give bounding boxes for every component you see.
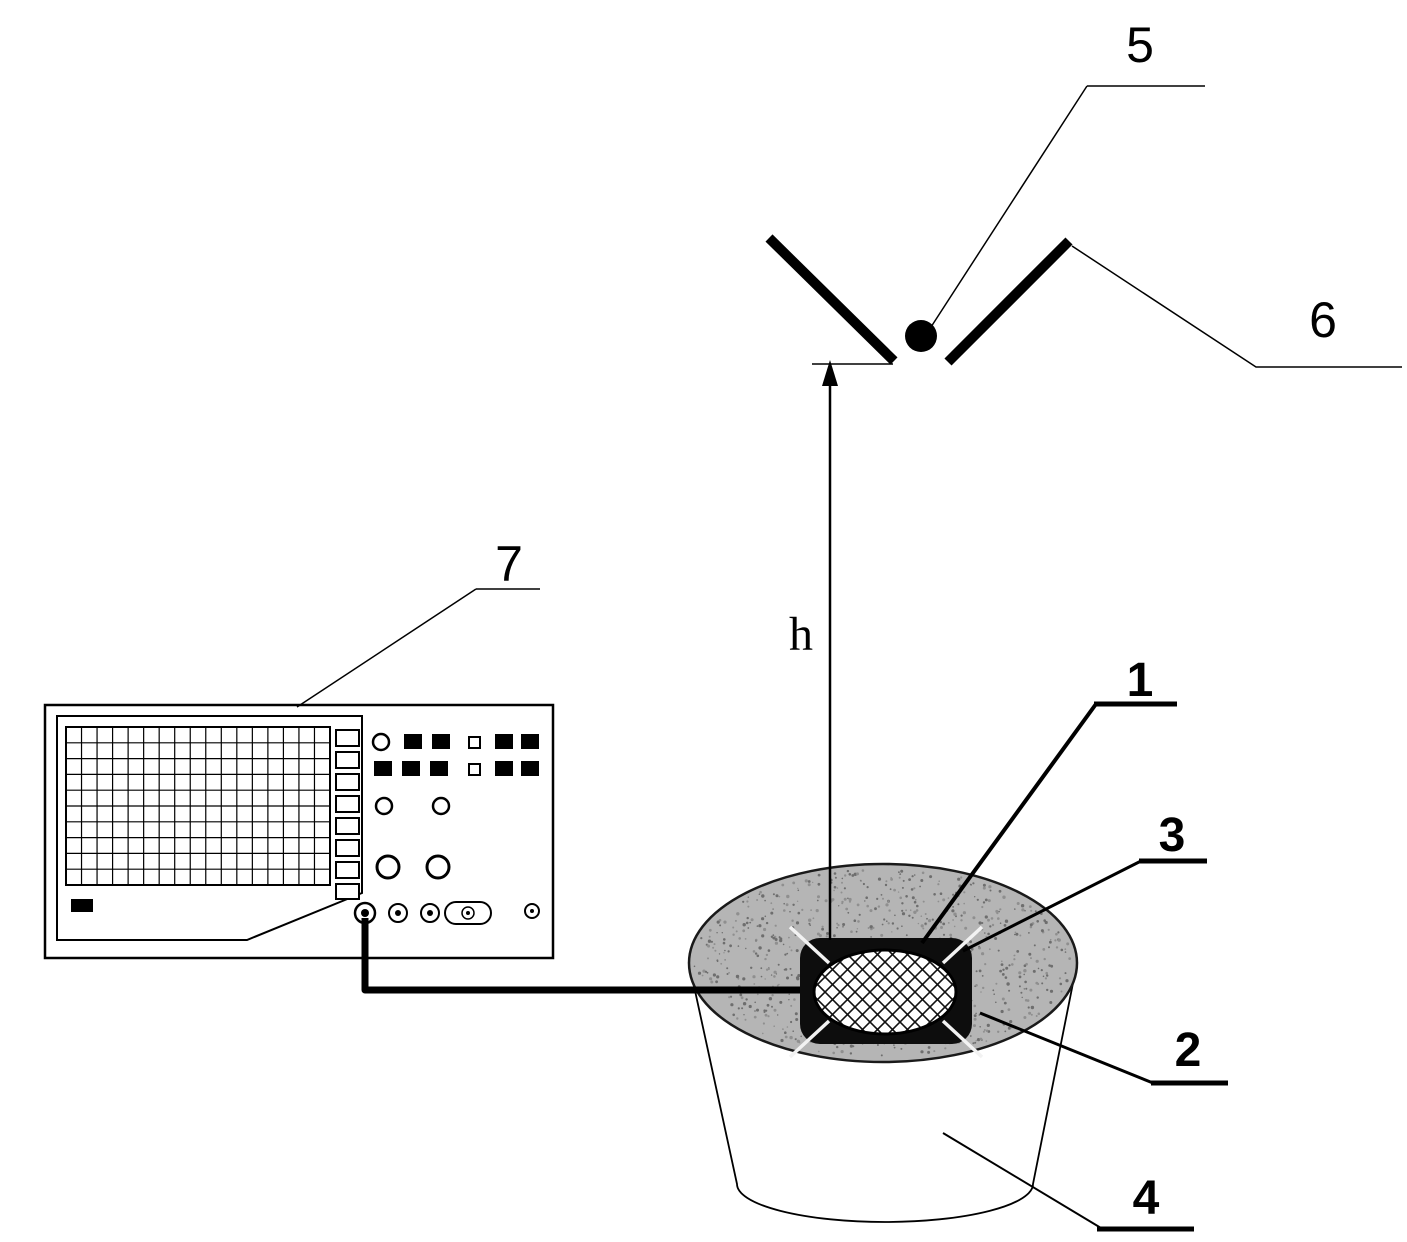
deflector-left-arm <box>765 234 898 365</box>
leader-2 <box>979 1011 1154 1085</box>
softkey-button <box>335 883 360 900</box>
small-knob <box>371 732 391 752</box>
corner-clamp-mark <box>941 925 984 965</box>
large-knob <box>375 854 401 880</box>
panel-button <box>495 761 513 776</box>
drop-mechanism <box>765 234 1073 366</box>
ball <box>905 320 937 352</box>
leader-4 <box>942 1132 1102 1229</box>
leader-lines <box>296 85 1402 1232</box>
sensor-assembly <box>788 925 984 1059</box>
label-6: 6 <box>1309 292 1337 348</box>
panel-button <box>402 761 420 776</box>
softkey-column <box>335 729 360 900</box>
connector-row <box>353 901 540 925</box>
panel-button <box>374 761 392 776</box>
oscilloscope <box>43 703 555 960</box>
panel-button <box>468 736 481 749</box>
panel-button <box>430 761 448 776</box>
small-knob <box>374 796 394 816</box>
label-1: 1 <box>1127 654 1154 707</box>
leader-7 <box>296 588 477 708</box>
bnc-connector-pin <box>395 910 401 916</box>
corner-clamp-mark <box>788 1019 831 1059</box>
panel-button <box>468 763 481 776</box>
port-pin <box>466 911 470 915</box>
height-label: h <box>789 608 813 661</box>
panel-button <box>404 734 422 749</box>
label-3: 3 <box>1159 809 1186 862</box>
panel-button <box>432 734 450 749</box>
label-4: 4 <box>1133 1172 1160 1225</box>
brand-logo-mark <box>71 899 93 912</box>
deflector-right-arm <box>944 237 1073 366</box>
corner-clamp-mark <box>788 925 831 965</box>
panel-button <box>521 761 539 776</box>
height-dimension <box>812 360 893 940</box>
leader-5 <box>930 85 1088 328</box>
leader-3 <box>962 859 1142 953</box>
ground-terminal-pin <box>530 909 534 913</box>
panel-button <box>495 734 513 749</box>
small-knob <box>431 796 451 816</box>
leader-1 <box>920 702 1098 945</box>
softkey-button <box>335 773 360 791</box>
large-knob <box>425 854 451 880</box>
softkey-button <box>335 817 360 835</box>
front-panel-controls <box>371 732 539 880</box>
bnc-connector-pin <box>427 910 433 916</box>
label-7: 7 <box>495 536 523 592</box>
panel-button <box>521 734 539 749</box>
electrode-outline <box>812 948 958 1036</box>
softkey-button <box>335 861 360 879</box>
screen-grid <box>66 727 330 885</box>
signal-cable <box>361 918 806 994</box>
bnc-connector-pin <box>361 909 369 917</box>
corner-clamp-mark <box>941 1019 984 1059</box>
figure-labels: 5 6 7 h 1 3 2 4 <box>495 17 1337 1225</box>
softkey-button <box>335 795 360 813</box>
softkey-button <box>335 751 360 769</box>
electrode-crosshatch <box>813 949 957 1035</box>
label-5: 5 <box>1126 17 1154 73</box>
height-arrow-head <box>822 360 838 386</box>
softkey-button <box>335 729 360 747</box>
label-2: 2 <box>1175 1024 1202 1077</box>
leader-6 <box>1071 245 1402 368</box>
softkey-button <box>335 839 360 857</box>
